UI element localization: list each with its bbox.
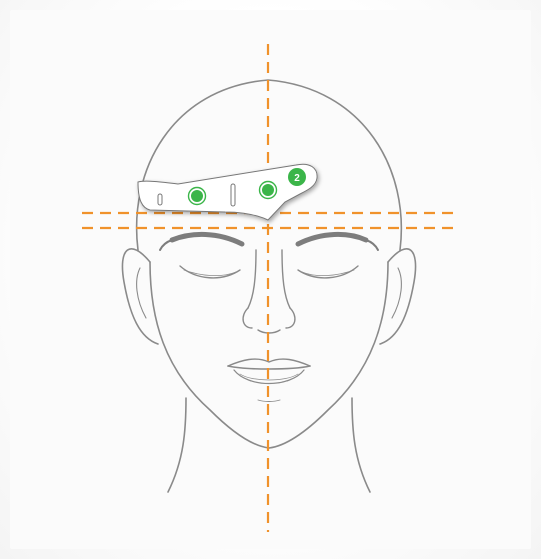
neck-right [352, 398, 370, 492]
device-slot-left [158, 194, 162, 205]
step-badge: 2 [288, 168, 306, 186]
eyebrow-right [298, 234, 366, 244]
nose-bridge-left [248, 250, 256, 308]
ear-left-inner [137, 268, 146, 318]
step-badge-label: 2 [294, 173, 300, 184]
eyebrow-left-tail [160, 240, 172, 250]
electrode-right [260, 182, 277, 199]
neck-left [168, 398, 186, 492]
eye-left-lash [184, 270, 236, 276]
eye-right-lash [302, 270, 354, 276]
device-slot-middle [231, 184, 235, 206]
eyebrow-right-tail [366, 240, 378, 250]
ear-right-inner [392, 268, 401, 318]
jaw-right [269, 262, 388, 448]
jaw-left [150, 262, 269, 448]
eyebrow-left [172, 234, 242, 244]
nostril-right [286, 308, 295, 328]
nostril-left [243, 308, 252, 328]
chin-crease [258, 400, 280, 402]
nose-bridge-right [282, 250, 290, 308]
electrode-left [189, 188, 206, 205]
electrode-device[interactable]: 2 [138, 164, 317, 220]
